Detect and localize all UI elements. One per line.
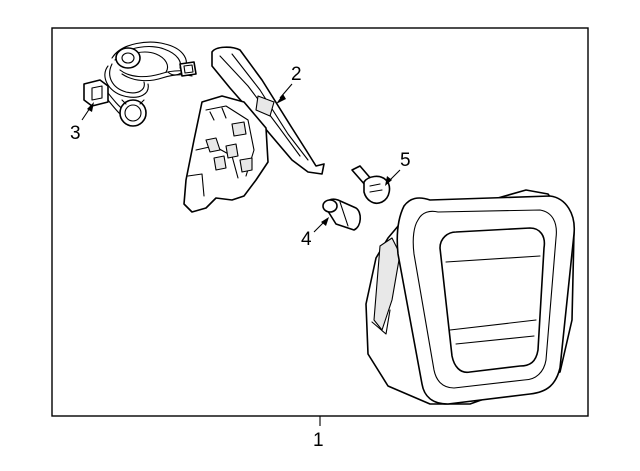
bulb[interactable] [322, 198, 362, 231]
leader-line-4 [313, 217, 329, 233]
leader-line-2 [276, 83, 293, 104]
callout-4: 4 [301, 229, 312, 250]
bulb-wedge[interactable] [351, 165, 391, 205]
leader-line-5 [385, 169, 401, 186]
callout-3: 3 [70, 123, 81, 144]
tail-lamp-assembly[interactable] [365, 189, 575, 405]
leader-line-3 [81, 102, 94, 121]
callout-5: 5 [400, 150, 411, 171]
callout-1: 1 [313, 430, 324, 451]
lamp-housing-bracket[interactable] [183, 46, 325, 213]
wiring-harness-socket[interactable] [83, 41, 197, 127]
callout-2: 2 [291, 64, 302, 85]
